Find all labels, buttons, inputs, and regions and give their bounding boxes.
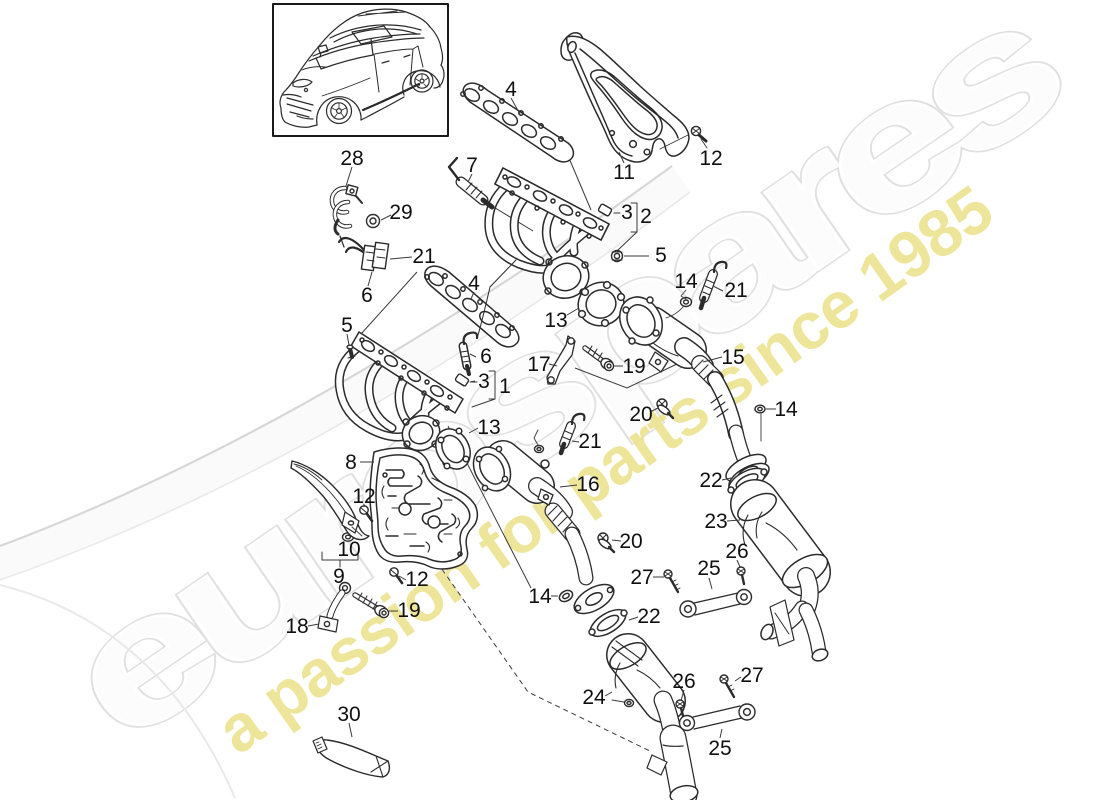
svg-text:26: 26 — [672, 670, 695, 693]
svg-text:21: 21 — [724, 279, 747, 302]
svg-text:2: 2 — [640, 205, 652, 228]
svg-text:10: 10 — [337, 538, 360, 561]
svg-text:3: 3 — [621, 201, 633, 224]
svg-text:12: 12 — [699, 147, 722, 170]
svg-text:13: 13 — [477, 416, 500, 439]
svg-text:4: 4 — [468, 272, 480, 295]
svg-text:14: 14 — [674, 270, 698, 293]
svg-text:27: 27 — [630, 566, 653, 589]
svg-text:5: 5 — [655, 244, 667, 267]
svg-text:22: 22 — [699, 469, 722, 492]
svg-text:14: 14 — [774, 398, 798, 421]
svg-text:28: 28 — [340, 147, 363, 170]
svg-text:12: 12 — [405, 568, 428, 591]
svg-text:12: 12 — [352, 485, 375, 508]
svg-text:19: 19 — [397, 599, 420, 622]
svg-text:23: 23 — [704, 510, 727, 533]
svg-text:13: 13 — [544, 309, 567, 332]
svg-text:25: 25 — [708, 737, 731, 760]
svg-text:6: 6 — [480, 345, 492, 368]
svg-text:6: 6 — [361, 284, 373, 307]
svg-text:21: 21 — [412, 245, 435, 268]
svg-text:5: 5 — [341, 314, 353, 337]
svg-text:30: 30 — [337, 703, 360, 726]
svg-text:15: 15 — [721, 346, 744, 369]
svg-text:26: 26 — [725, 540, 748, 563]
svg-text:7: 7 — [466, 154, 478, 177]
svg-text:24: 24 — [582, 686, 606, 709]
svg-text:16: 16 — [576, 473, 599, 496]
svg-text:11: 11 — [613, 161, 635, 184]
svg-text:17: 17 — [527, 353, 550, 376]
svg-text:8: 8 — [345, 451, 357, 474]
svg-text:27: 27 — [740, 664, 763, 687]
svg-text:29: 29 — [389, 201, 412, 224]
svg-text:1: 1 — [499, 375, 511, 398]
svg-text:25: 25 — [697, 557, 720, 580]
svg-text:20: 20 — [629, 403, 652, 426]
svg-text:19: 19 — [622, 355, 645, 378]
svg-text:4: 4 — [505, 78, 517, 101]
svg-text:22: 22 — [637, 605, 660, 628]
svg-text:9: 9 — [333, 565, 345, 588]
svg-text:20: 20 — [619, 530, 642, 553]
svg-text:3: 3 — [478, 370, 490, 393]
svg-text:18: 18 — [285, 615, 308, 638]
svg-text:21: 21 — [578, 430, 601, 453]
svg-text:14: 14 — [528, 585, 552, 608]
